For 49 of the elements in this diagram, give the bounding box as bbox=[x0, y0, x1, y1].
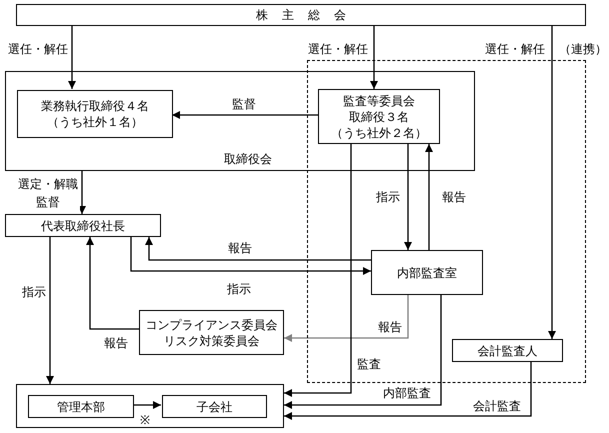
edge-label: 監査 bbox=[356, 357, 382, 371]
group-box bbox=[16, 384, 284, 428]
arrow bbox=[404, 144, 412, 250]
edge-label: 指示 bbox=[21, 285, 47, 299]
edge-label: ※ bbox=[139, 413, 151, 427]
director-box: 業務執行取締役４名（うち社外１名） bbox=[17, 90, 173, 138]
arrow bbox=[86, 237, 139, 330]
edge-label: 指示 bbox=[375, 190, 401, 204]
arrow bbox=[548, 26, 556, 339]
arrow bbox=[284, 295, 442, 409]
arrow bbox=[425, 144, 433, 250]
department-box: 内部監査室 bbox=[371, 250, 483, 295]
edge-label: 内部監査 bbox=[382, 386, 432, 400]
edge-label: 報告 bbox=[103, 336, 129, 350]
edge-label: 会計監査 bbox=[472, 399, 522, 413]
label-text: リスク対策委員会 bbox=[164, 332, 260, 348]
edge-label: 指示 bbox=[226, 282, 252, 296]
meeting-box: 株主総会 bbox=[16, 4, 586, 26]
arrow bbox=[284, 362, 532, 420]
label-text: 監査等委員会 bbox=[343, 92, 415, 108]
arrow bbox=[370, 26, 378, 89]
arrow bbox=[68, 26, 76, 89]
label-text: コンプライアンス委員会 bbox=[146, 316, 278, 332]
arrow bbox=[284, 144, 352, 397]
arrow bbox=[78, 171, 86, 214]
arrow bbox=[130, 237, 371, 275]
arrow bbox=[133, 401, 161, 409]
arrow bbox=[172, 111, 318, 119]
arrow bbox=[145, 237, 371, 261]
committee-box bbox=[318, 89, 440, 144]
edge-label: 選定・解職監督 bbox=[16, 175, 80, 211]
president-box: 代表取締役社長 bbox=[5, 214, 161, 237]
department-box: 管理本部 bbox=[28, 395, 134, 418]
edge-label: 報告 bbox=[441, 190, 467, 204]
edge-label: 選任・解任 bbox=[484, 42, 546, 56]
label-text: 取締役３名（うち社外２名） bbox=[330, 108, 428, 140]
subsidiary-box: 子会社 bbox=[162, 395, 267, 418]
edge-label: 監督 bbox=[231, 97, 257, 111]
edge-label: 選任・解任 bbox=[7, 42, 69, 56]
committee-box bbox=[139, 310, 284, 355]
edge-label: 報告 bbox=[377, 320, 403, 334]
edge-label: 報告 bbox=[227, 241, 253, 255]
arrow bbox=[46, 237, 54, 384]
group-label: 取締役会 bbox=[223, 151, 273, 167]
arrow bbox=[284, 295, 409, 342]
edge-label: 選任・解任 bbox=[307, 42, 369, 56]
board-box bbox=[5, 71, 475, 171]
group-label: （連携） bbox=[559, 41, 605, 57]
auditor-box: 会計監査人 bbox=[452, 339, 563, 362]
